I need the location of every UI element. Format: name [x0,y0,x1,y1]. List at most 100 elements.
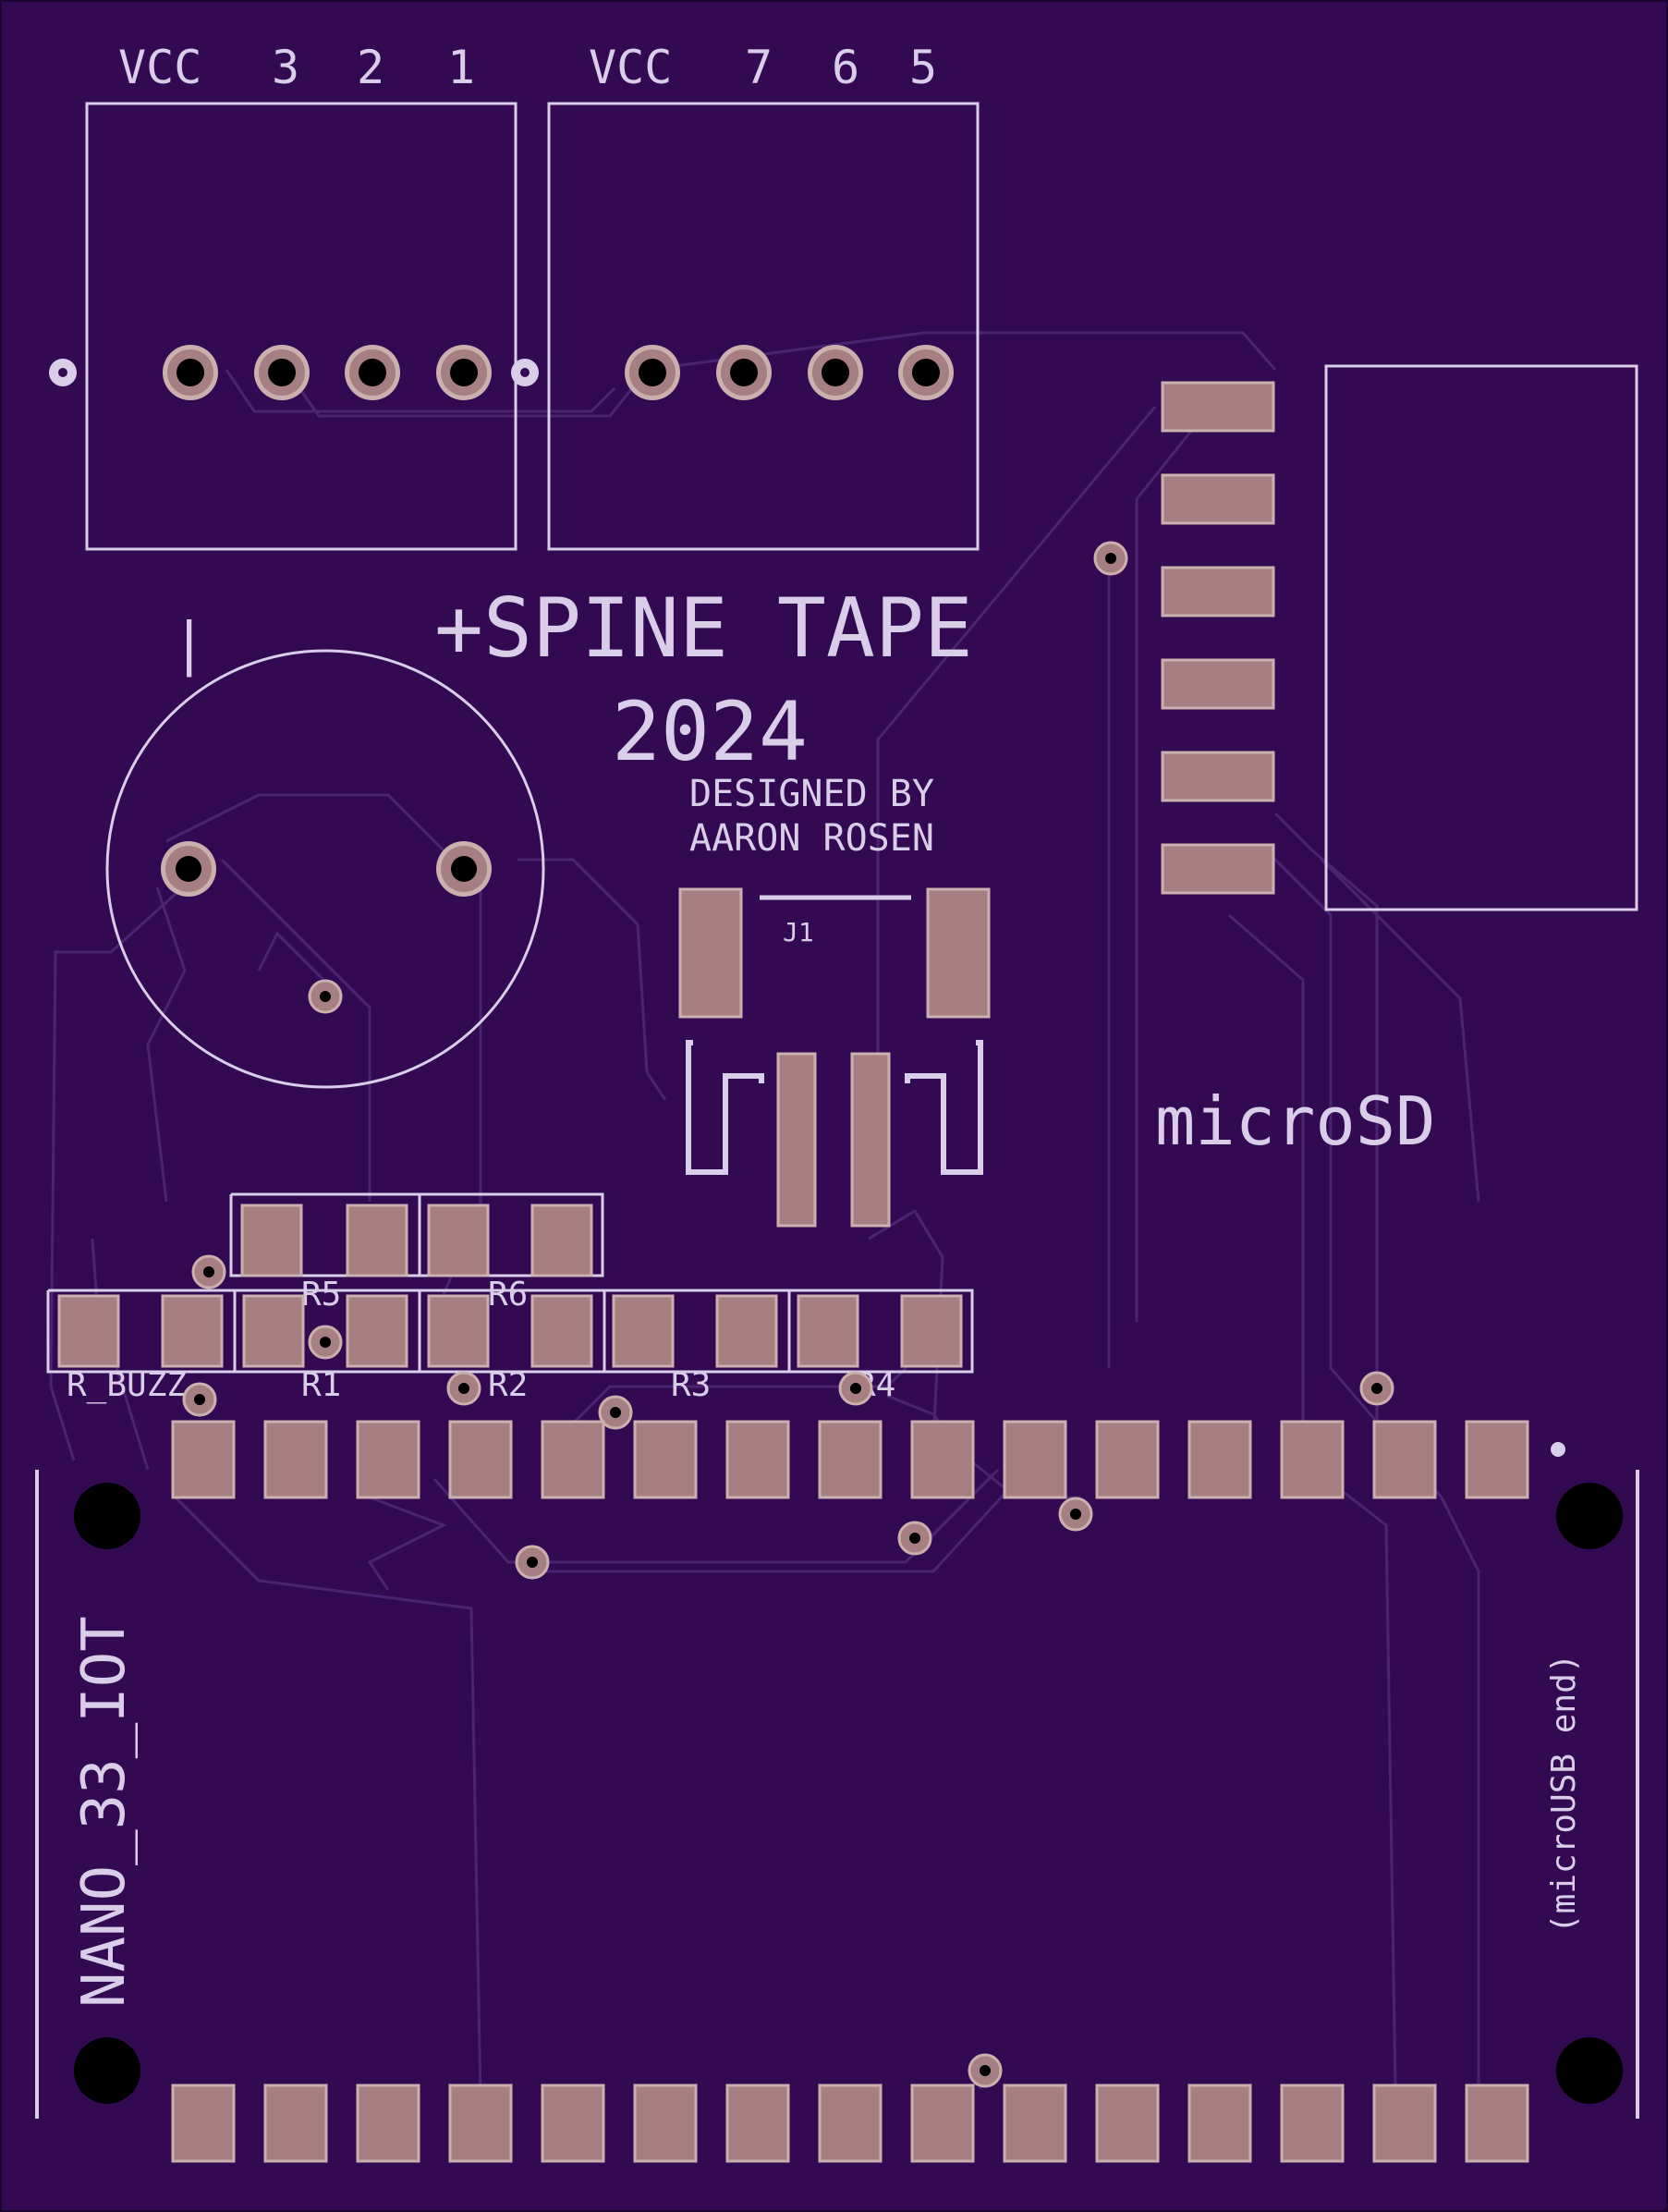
nano-bottom-pin-row [171,2084,1529,2163]
switch-silk-right [905,1040,983,1175]
connector-left-outline [85,102,517,551]
nano-pin-pad [448,2084,513,2163]
nano-pin-pad [356,2084,420,2163]
nano-pin-pad [910,2084,975,2163]
nano-pin-pad [541,2084,605,2163]
nano-top-pin-row [171,1420,1529,1499]
buzzer-outline [105,649,545,1089]
via-hole [1105,553,1116,564]
nano-pin-pad [356,1420,420,1499]
resistor-pads-bottom [57,1294,963,1368]
resistor-pad [346,1294,408,1368]
via-hole [980,2065,991,2076]
resistor-pad [797,1294,859,1368]
nano-pin-pad [1465,2084,1529,2163]
nano-mount-hole [74,2037,140,2104]
buzzer-hole [176,856,201,882]
nano-mount-hole [74,1483,140,1549]
nano-pin-pad [725,2084,790,2163]
switch-pad [776,1052,817,1228]
nano-label: NANO_33_IOT [70,1616,139,2008]
buzzer-hole [451,856,477,882]
microsd-pad [1161,566,1275,617]
microsd-pad [1161,843,1275,895]
nano-pin-pad [1372,2084,1437,2163]
nano-pin-pad [1280,1420,1345,1499]
resistor-label-r2: R2 [488,1366,528,1404]
mount-hole-right-1-center [520,368,530,377]
nano-footprint: NANO_33_IOT (microUSB end) [35,1420,1639,2163]
via-hole [458,1383,469,1394]
credit-line-1: DESIGNED BY [689,773,934,815]
nano-pin-pad [1187,1420,1252,1499]
microsd-socket: microSD [1155,364,1638,1160]
switch-silk-left [686,1040,764,1175]
connector-right-label-vcc: VCC [589,41,672,94]
via-hole [203,1266,214,1277]
nano-pin-pad [1372,1420,1437,1499]
pin-hole [450,359,478,386]
pin-hole [730,359,758,386]
resistor-row-bottom [46,1289,974,1374]
nano-pin-pad [725,1420,790,1499]
connector-left-label-vcc: VCC [118,41,201,94]
nano-pin-pad [818,1420,883,1499]
mount-hole-left-1-center [58,368,67,377]
nano-pin-pad [1465,1420,1529,1499]
connector-left-label-1: 1 [447,41,475,94]
switch-pad [850,1052,891,1228]
via-hole [850,1383,861,1394]
jumper-label: J1 [783,917,814,947]
resistor-pad [57,1294,120,1368]
credit-line-2: AARON ROSEN [689,817,934,860]
resistor-pad [530,1204,593,1277]
via-hole [194,1394,205,1405]
microsd-pad [1161,473,1275,525]
buzzer: | [105,610,545,1089]
nano-pin-pad [1003,2084,1067,2163]
resistor-pad [240,1204,303,1277]
buzzer-minus-mark: | [172,610,206,678]
microsd-pad [1161,381,1275,433]
nano-pin-pad [1187,2084,1252,2163]
via-hole [610,1407,621,1418]
connector-right-label-7: 7 [745,41,773,94]
nano-pin-pad [448,1420,513,1499]
pin-hole [822,359,849,386]
nano-pin-pad [263,1420,328,1499]
connector-left-label-3: 3 [272,41,299,94]
resistor-pad [715,1294,778,1368]
nano-mount-hole [1556,1483,1623,1549]
nano-pin-pad [1095,2084,1160,2163]
connector-right-label-5: 5 [909,41,937,94]
nano-pin-pad [818,2084,883,2163]
resistor-pad [900,1294,963,1368]
pin1-marker-dot [1551,1442,1565,1457]
connector-left-pins [49,345,492,400]
usb-end-note: (microUSB end) [1545,1654,1583,1934]
via-hole [1371,1383,1382,1394]
via-hole [320,1337,331,1348]
nano-pin-pad [1095,1420,1160,1499]
resistor-label-r5: R5 [301,1276,341,1314]
nano-pin-pad [1280,2084,1345,2163]
resistor-pad [346,1204,408,1277]
connector-right-label-6: 6 [832,41,859,94]
pin-hole [639,359,666,386]
vias [182,541,1394,2088]
microsd-label: microSD [1155,1082,1435,1160]
microsd-pad [1161,751,1275,802]
nano-pin-pad [541,1420,605,1499]
pin-hole [177,359,204,386]
copper-traces [49,331,1480,2108]
via-hole [320,991,331,1002]
jumper-j1: J1 [678,887,991,1019]
nano-pin-pad [1003,1420,1067,1499]
microsd-outline [1324,364,1638,911]
via-hole [1070,1509,1081,1520]
via-hole [527,1557,538,1568]
nano-mount-hole [1556,2037,1623,2104]
resistor-pad [161,1294,224,1368]
